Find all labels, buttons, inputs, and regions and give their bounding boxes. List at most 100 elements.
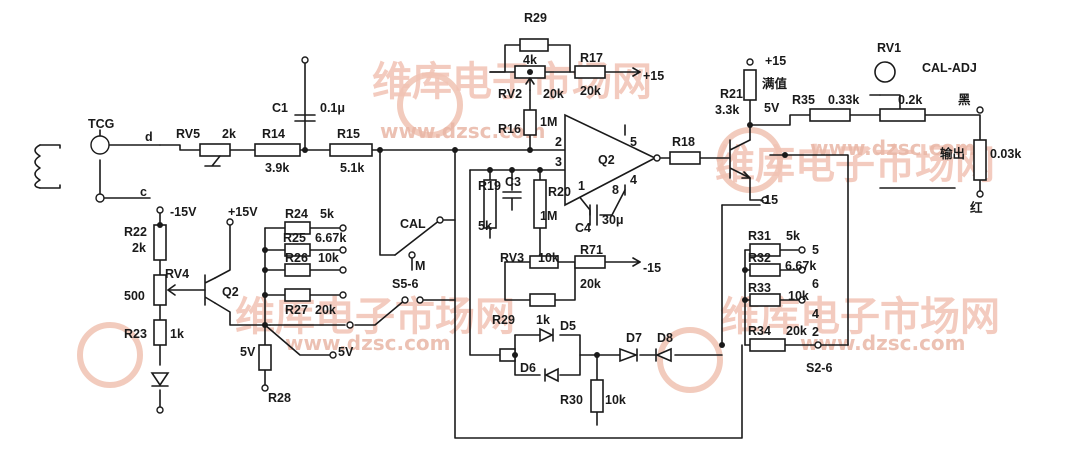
label-r16-val: 1M [540, 115, 557, 129]
label-pin8: 8 [612, 183, 619, 197]
watermark-url-1: www.dzsc.com [380, 119, 546, 143]
label-r71-val: 20k [580, 277, 601, 291]
label-r26: R26 [285, 251, 308, 265]
label-pin3: 3 [555, 155, 562, 169]
label-d: d [145, 130, 153, 144]
label-r33: R33 [748, 281, 771, 295]
label-d6: D6 [520, 361, 536, 375]
label-rv4-val: 500 [124, 289, 145, 303]
r30-resistor [590, 379, 604, 413]
label-r30: R30 [560, 393, 583, 407]
label-c4-val: 30μ [602, 213, 624, 227]
rv5-resistor [199, 143, 231, 157]
label-c: c [140, 185, 147, 199]
watermark: 维库电子市场网 www.dzsc.com 维库电子市场网 www.dzsc.co… [77, 59, 1000, 393]
label-r14: R14 [262, 127, 285, 141]
label-r15-val: 5.1k [340, 161, 364, 175]
label-hei: 黑 [958, 92, 971, 107]
label-r29-top: R29 [524, 11, 547, 25]
r23-resistor [153, 319, 167, 346]
component-labels: TCG d c RV5 2k R14 3.9k R15 5.1k C1 0.1μ… [88, 11, 1021, 407]
label-r20: R20 [548, 185, 571, 199]
pickup-coil [34, 144, 41, 189]
label-minus15v: -15V [170, 205, 197, 219]
label-r20-val: 1M [540, 209, 557, 223]
rv3-resistor [529, 255, 559, 269]
d7-diode [619, 347, 639, 363]
label-r27-val: 20k [315, 303, 336, 317]
label-rv4: RV4 [165, 267, 189, 281]
terminal-c [95, 193, 105, 203]
label-r21-val: 3.3k [715, 103, 739, 117]
d6-diode [544, 367, 559, 383]
watermark-text-3: 维库电子市场网 [235, 294, 515, 340]
r19-resistor [483, 179, 497, 229]
r16-resistor [523, 109, 537, 136]
label-r23-val: 1k [170, 327, 184, 341]
label-rv3: RV3 [500, 251, 524, 265]
output-transistor [729, 139, 751, 179]
label-r29-bot: R29 [492, 313, 515, 327]
label-r24: R24 [285, 207, 308, 221]
zener-diode [150, 372, 170, 387]
r26-resistor [284, 263, 311, 277]
label-q2-amp: Q2 [598, 153, 615, 167]
r22-resistor [153, 224, 167, 261]
q2-transistor [204, 274, 216, 306]
label-r33-val: 10k [788, 289, 809, 303]
label-rv5: RV5 [176, 127, 200, 141]
label-r19-val: 5k [478, 219, 492, 233]
label-r14-val: 3.9k [265, 161, 289, 175]
label-pin4: 4 [630, 173, 637, 187]
label-c1-val: 0.1μ [320, 101, 345, 115]
label-r24-val: 5k [320, 207, 334, 221]
label-cal: CAL [400, 217, 426, 231]
label-r32: R32 [748, 251, 771, 265]
label-r17-val: 20k [580, 84, 601, 98]
r35-resistor [809, 108, 851, 122]
label-minus15-mid: -15 [643, 261, 661, 275]
label-shuchu: 输出 [940, 146, 965, 161]
tcg-ring [90, 135, 110, 155]
s5-6-switch [408, 251, 416, 259]
watermark-text-2: 维库电子市场网 [715, 142, 995, 188]
label-cal-adj: CAL-ADJ [922, 61, 977, 75]
label-pin1: 1 [578, 179, 585, 193]
watermark-url-4: www.dzsc.com [800, 331, 966, 355]
c3-capacitor [502, 191, 522, 211]
r21-resistor [743, 69, 757, 101]
label-r17: R17 [580, 51, 603, 65]
rv4-resistor [153, 274, 167, 306]
label-r25-val: 6.67k [315, 231, 346, 245]
label-r30-val: 10k [605, 393, 626, 407]
c1-capacitor [294, 114, 316, 122]
label-manzhi: 满值 [762, 76, 788, 91]
junctions [157, 69, 788, 358]
rv1-resistor [879, 108, 926, 122]
label-hong: 红 [970, 200, 983, 215]
op-amp-q2 [564, 113, 657, 207]
label-d8: D8 [657, 331, 673, 345]
rv3-bottom-resistor [529, 293, 556, 307]
r25-resistor [284, 243, 311, 257]
label-r23: R23 [124, 327, 147, 341]
label-minus15-tr: -15 [760, 193, 778, 207]
label-r19: R19 [478, 179, 501, 193]
label-r71: R71 [580, 243, 603, 257]
rv1-potentiometer [874, 61, 896, 83]
watermark-url-3: www.dzsc.com [285, 331, 451, 355]
label-pin2: 2 [555, 135, 562, 149]
r71-resistor [574, 255, 606, 269]
label-c3: C3 [505, 175, 521, 189]
label-r29-bot-val: 1k [536, 313, 550, 327]
label-tcg: TCG [88, 117, 114, 131]
label-pos2: 2 [812, 325, 819, 339]
components [34, 38, 987, 414]
r33-resistor [749, 293, 781, 307]
r34-resistor [749, 338, 786, 352]
output-shunt-resistor [973, 139, 987, 181]
r31-resistor [749, 243, 781, 257]
watermark-url-2: www.dzsc.com [810, 136, 976, 160]
label-r22: R22 [124, 225, 147, 239]
r29-top-resistor [519, 38, 549, 52]
